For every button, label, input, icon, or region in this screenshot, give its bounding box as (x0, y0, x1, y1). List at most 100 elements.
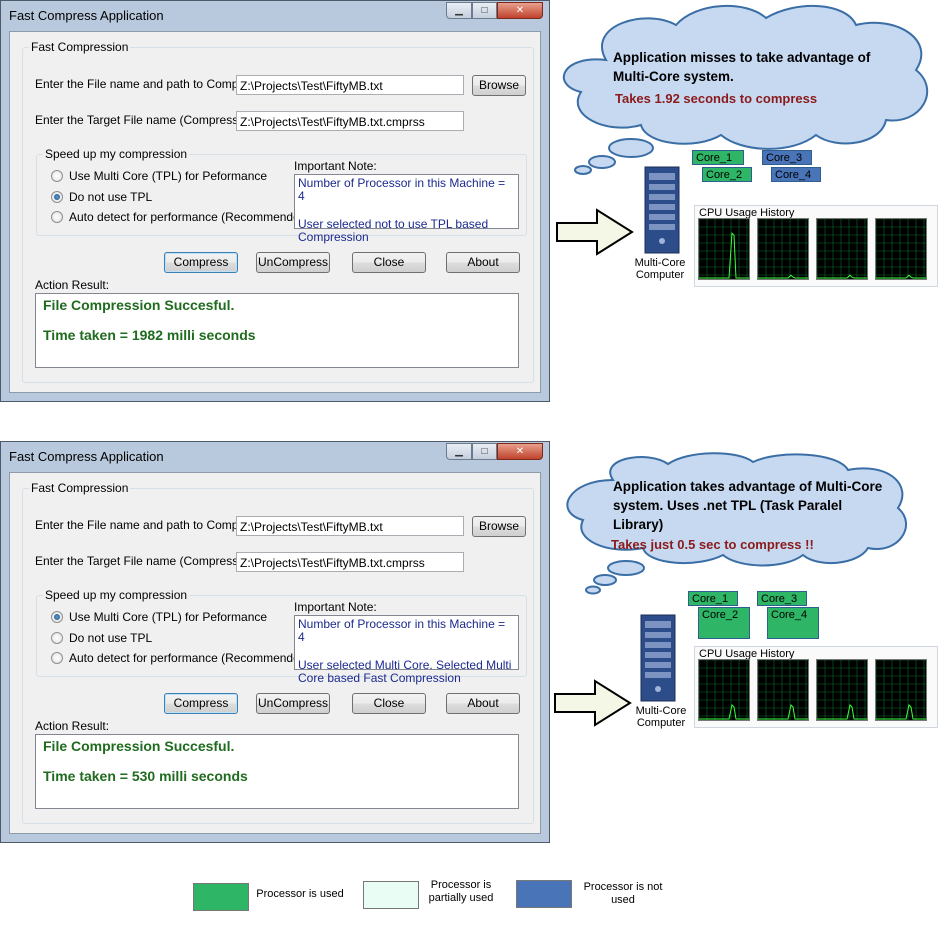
note-selection-text: User selected Multi Core. Selected Multi… (298, 658, 512, 685)
action-result-box: File Compression Succesful. Time taken =… (35, 734, 519, 809)
close-window-button[interactable]: ✕ (497, 2, 543, 19)
result-time: Time taken = 530 milli seconds (43, 768, 248, 784)
fast-compression-group: Fast Compression (22, 481, 534, 824)
cloud-2-subtext: Takes just 0.5 sec to compress !! (611, 537, 814, 552)
target-file-input[interactable]: Z:\Projects\Test\FiftyMB.txt.cmprss (236, 111, 464, 131)
result-time: Time taken = 1982 milli seconds (43, 327, 256, 343)
legend-partial-swatch (363, 881, 419, 909)
cloud-2-text: Application takes advantage of Multi-Cor… (613, 479, 883, 532)
title-bar[interactable]: Fast Compress Application ▁ □ ✕ (1, 1, 549, 31)
arrow-right-icon (556, 208, 634, 256)
client-area: Fast Compression Enter the File name and… (9, 31, 541, 393)
close-button[interactable]: Close (352, 252, 426, 273)
action-result-label: Action Result: (35, 719, 110, 733)
cpu-graph-1 (698, 659, 750, 721)
source-file-input[interactable]: Z:\Projects\Test\FiftyMB.txt (236, 75, 464, 95)
option-auto-detect-label: Auto detect for performance (Recommended… (69, 651, 311, 665)
core-1-chip: Core_1 (688, 591, 738, 606)
action-result-box: File Compression Succesful. Time taken =… (35, 293, 519, 368)
target-file-label: Enter the Target File name (Compressed) … (35, 554, 263, 568)
cpu-usage-history-2: CPU Usage History (694, 646, 938, 728)
core-4-chip: Core_4 (771, 167, 821, 182)
important-note-box: Number of Processor in this Machine = 4 … (294, 615, 519, 685)
cloud-1-subtext: Takes 1.92 seconds to compress (615, 91, 818, 106)
minimize-button[interactable]: ▁ (446, 443, 472, 460)
legend-not-used-label: Processor is not used (583, 881, 663, 906)
target-file-label: Enter the Target File name (Compressed) … (35, 113, 263, 127)
radio-no-tpl[interactable] (51, 632, 63, 644)
fast-compression-group: Fast Compression (22, 40, 534, 383)
option-use-tpl-label: Use Multi Core (TPL) for Peformance (69, 169, 268, 183)
option-auto-detect-label: Auto detect for performance (Recommended… (69, 210, 311, 224)
window-title: Fast Compress Application (9, 8, 164, 23)
app-window-2: Fast Compress Application ▁ □ ✕ Fast Com… (0, 441, 550, 843)
client-area: Fast Compression Enter the File name and… (9, 472, 541, 834)
computer-label-2: Multi-Core Computer (635, 705, 687, 729)
radio-no-tpl[interactable] (51, 191, 63, 203)
speed-group-title: Speed up my compression (43, 147, 190, 161)
app-window-1: Fast Compress Application ▁ □ ✕ Fast Com… (0, 0, 550, 402)
legend-used-label: Processor is used (256, 888, 344, 900)
thought-cloud-2 (566, 452, 908, 595)
core-3-chip: Core_3 (762, 150, 812, 165)
legend-used-swatch (193, 883, 249, 911)
option-no-tpl-label: Do not use TPL (69, 631, 153, 645)
close-window-button[interactable]: ✕ (497, 443, 543, 460)
minimize-button[interactable]: ▁ (446, 2, 472, 19)
compress-button[interactable]: Compress (164, 252, 238, 273)
browse-button[interactable]: Browse (472, 516, 526, 537)
note-selection-text: User selected not to use TPL based Compr… (298, 217, 489, 244)
note-processor-count: Number of Processor in this Machine = 4 (298, 617, 506, 644)
uncompress-button[interactable]: UnCompress (256, 693, 330, 714)
arrow-right-icon (554, 679, 632, 727)
core-2-chip: Core_2 (702, 167, 752, 182)
cpu-graph-3 (816, 218, 868, 280)
group-title: Fast Compression (29, 481, 131, 495)
close-button[interactable]: Close (352, 693, 426, 714)
cpu-usage-line (817, 703, 867, 720)
cpu-usage-line (758, 703, 808, 720)
important-note-box: Number of Processor in this Machine = 4 … (294, 174, 519, 244)
cpu-usage-line (817, 274, 867, 279)
cpu-history-title: CPU Usage History (699, 207, 795, 219)
legend-partial-label: Processor is partially used (428, 879, 494, 904)
radio-auto-detect[interactable] (51, 211, 63, 223)
about-button[interactable]: About (446, 252, 520, 273)
source-file-label: Enter the File name and path to Compress… (35, 518, 265, 532)
cloud-1-text: Application misses to take advantage of … (613, 50, 871, 84)
maximize-button[interactable]: □ (472, 2, 497, 19)
cpu-usage-line (758, 274, 808, 279)
browse-button[interactable]: Browse (472, 75, 526, 96)
thought-cloud-1 (562, 4, 929, 175)
about-button[interactable]: About (446, 693, 520, 714)
group-title: Fast Compression (29, 40, 131, 54)
option-no-tpl-label: Do not use TPL (69, 190, 153, 204)
computer-tower-icon (644, 166, 680, 254)
core-2-chip: Core_2 (698, 607, 750, 639)
action-result-label: Action Result: (35, 278, 110, 292)
cpu-graph-2 (757, 218, 809, 280)
cpu-usage-line (876, 274, 926, 279)
speed-group: Speed up my compression (36, 588, 527, 677)
note-title: Important Note: (294, 159, 377, 173)
speed-group-title: Speed up my compression (43, 588, 190, 602)
source-file-label: Enter the File name and path to Compress… (35, 77, 265, 91)
radio-use-tpl[interactable] (51, 611, 63, 623)
cpu-graph-2 (757, 659, 809, 721)
title-bar[interactable]: Fast Compress Application ▁ □ ✕ (1, 442, 549, 472)
computer-label-1: Multi-Core Computer (634, 257, 686, 281)
core-3-chip: Core_3 (757, 591, 807, 606)
core-4-chip: Core_4 (767, 607, 819, 639)
target-file-input[interactable]: Z:\Projects\Test\FiftyMB.txt.cmprss (236, 552, 464, 572)
source-file-input[interactable]: Z:\Projects\Test\FiftyMB.txt (236, 516, 464, 536)
cpu-usage-line (699, 232, 749, 279)
radio-use-tpl[interactable] (51, 170, 63, 182)
maximize-button[interactable]: □ (472, 443, 497, 460)
uncompress-button[interactable]: UnCompress (256, 252, 330, 273)
cpu-graph-4 (875, 218, 927, 280)
compress-button[interactable]: Compress (164, 693, 238, 714)
cpu-usage-history-1: CPU Usage History (694, 205, 938, 287)
cpu-graph-3 (816, 659, 868, 721)
note-processor-count: Number of Processor in this Machine = 4 (298, 176, 506, 203)
radio-auto-detect[interactable] (51, 652, 63, 664)
